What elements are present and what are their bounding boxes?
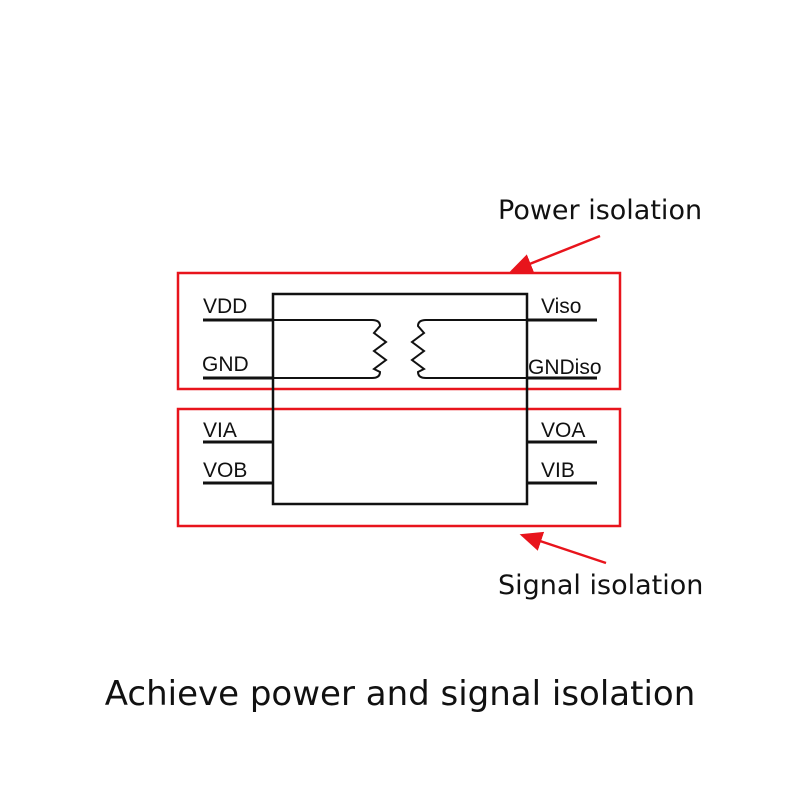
primary-winding: [273, 319, 388, 379]
pin-label-right: VOA: [541, 419, 585, 442]
pin-label-right: VIB: [541, 459, 575, 482]
secondary-winding: [410, 319, 527, 379]
pin-label-left: VDD: [203, 295, 247, 318]
signal-isolation-arrow: [519, 531, 607, 565]
pin-label-left: VOB: [203, 459, 247, 482]
power-isolation-box: [176, 271, 622, 391]
pin-label-right: GNDiso: [528, 356, 602, 379]
power-isolation-arrow: [509, 234, 601, 273]
signal-isolation-box: [176, 407, 622, 528]
pin-label-left: GND: [202, 353, 249, 376]
isolator-chip-body: [271, 292, 529, 506]
pin-label-left: VIA: [203, 419, 237, 442]
caption-text: Achieve power and signal isolation: [105, 674, 696, 714]
pin-label-right: Viso: [541, 295, 581, 318]
power-isolation-label: Power isolation: [498, 195, 702, 226]
signal-isolation-label: Signal isolation: [498, 570, 703, 601]
